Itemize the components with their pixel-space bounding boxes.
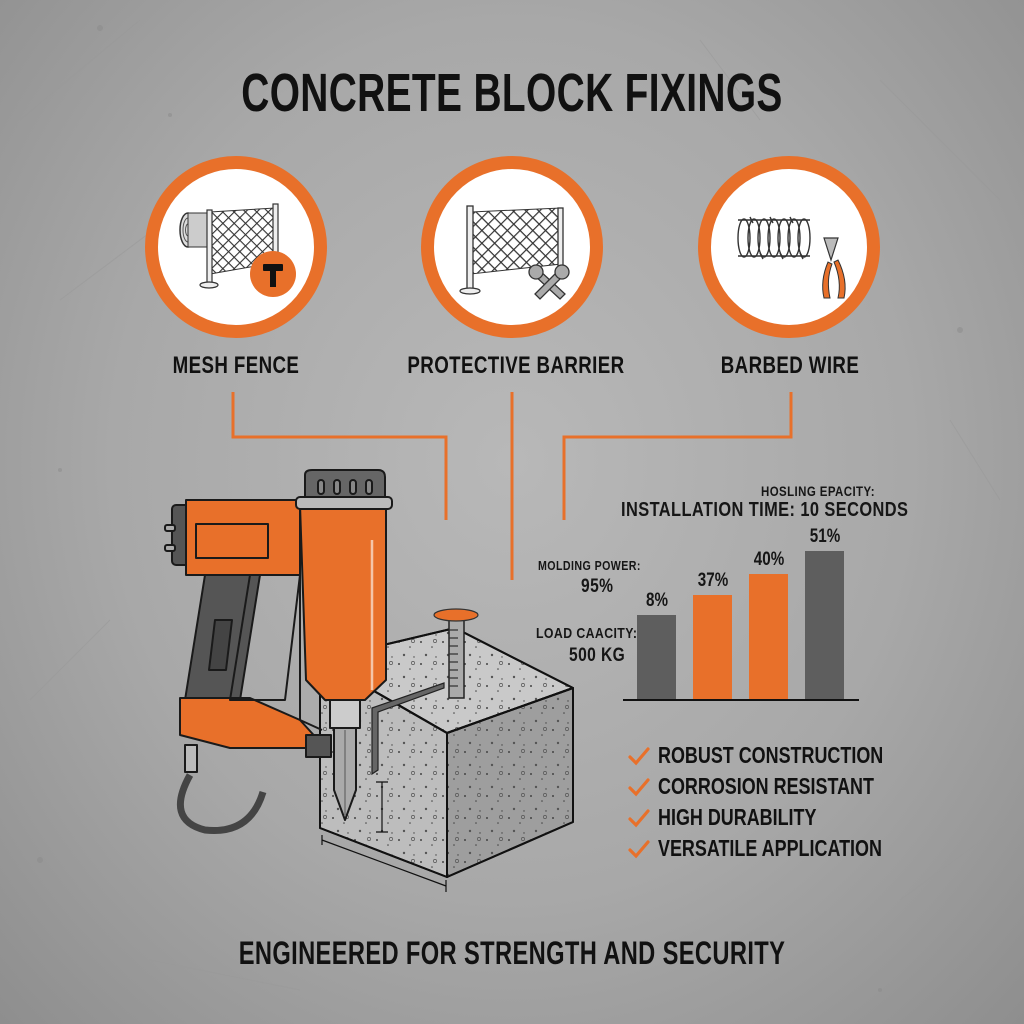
nail-gun [164,469,393,835]
bar-1 [637,615,676,700]
bar-2-label: 37% [697,570,729,591]
anchor-bolt [433,608,479,699]
category-label-protective-barrier: PROTECTIVE BARRIER [407,352,625,379]
feature-item: CORROSION RESISTANT [628,771,947,802]
mesh-fence-circle [145,156,327,338]
feature-item: HIGH DURABILITY [628,802,947,833]
holding-power-value: 95% [581,576,614,597]
feature-text: VERSATILE APPLICATION [658,835,882,861]
bar-3 [749,574,788,700]
chart-baseline [623,699,859,701]
feature-item: VERSATILE APPLICATION [628,833,947,864]
bar-1-label: 8% [646,590,668,611]
category-label-barbed-wire: BARBED WIRE [720,352,860,379]
footer-tagline: ENGINEERED FOR STRENGTH AND SECURITY [238,935,786,971]
load-capacity-label: LOAD CAACITY: [536,625,638,642]
checkmark-icon [628,777,650,796]
feature-item: ROBUST CONSTRUCTION [628,740,947,771]
checkmark-icon [628,808,650,827]
bar-3-label: 40% [753,549,785,570]
category-label-mesh-fence: MESH FENCE [172,352,300,379]
installation-time: INSTALLATION TIME: 10 SECONDS [621,499,909,521]
holding-power-label: MOLDING POWER: [538,558,641,573]
barbed-wire-coil-with-pliers-icon [737,216,846,299]
feature-text: HIGH DURABILITY [658,804,817,830]
page-title: CONCRETE BLOCK FIXINGS [241,63,783,123]
chain-link-barrier-with-wrench-icon [459,205,570,300]
feature-text: CORROSION RESISTANT [658,773,874,799]
feature-text: ROBUST CONSTRUCTION [658,742,884,768]
hosling-capacity-label: HOSLING EPACITY: [761,483,875,499]
bar-4 [805,551,844,700]
load-capacity-value: 500 KG [569,645,626,666]
checkmark-icon [628,839,650,858]
bar-2 [693,595,732,700]
feature-list: ROBUST CONSTRUCTION CORROSION RESISTANT … [628,740,947,864]
checkmark-icon [628,746,650,765]
mesh-fence-with-hammer-icon [179,203,296,297]
bar-4-label: 51% [809,526,841,547]
